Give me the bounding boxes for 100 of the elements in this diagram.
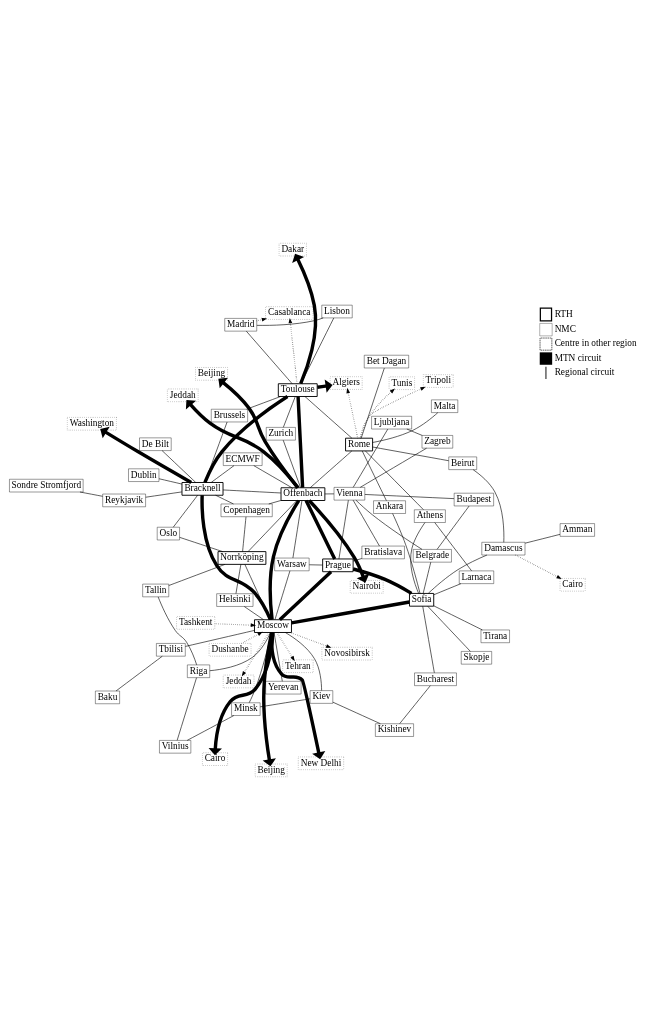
node-box: Budapest <box>453 492 494 506</box>
arrow <box>100 426 193 484</box>
node-box: Tehran <box>282 659 314 673</box>
node-box: Reykjavik <box>102 493 146 507</box>
node-box: Casablanca <box>265 305 314 320</box>
node-box: Toulouse <box>277 382 318 397</box>
connector <box>361 450 387 501</box>
connector <box>360 447 427 488</box>
arrow <box>317 378 333 393</box>
connector <box>273 631 283 682</box>
node-box: Vienna <box>333 486 365 500</box>
node-box: Cairo <box>202 751 228 766</box>
connector <box>372 411 439 443</box>
legend-label: Regional circuit <box>554 366 615 377</box>
node-box: Copenhagen <box>220 503 273 517</box>
node-box: Beijing <box>254 763 288 777</box>
connector <box>274 570 291 620</box>
arrow <box>292 253 318 384</box>
connector <box>215 494 234 504</box>
arrow <box>307 498 370 583</box>
arrow <box>289 631 332 648</box>
node-box: Madrid <box>224 317 257 331</box>
node-box: Sofia <box>409 592 435 607</box>
connector <box>157 596 197 665</box>
connector <box>410 521 426 594</box>
node-box: Larnaca <box>459 570 494 584</box>
connector <box>338 499 349 559</box>
arrow <box>276 631 295 661</box>
node-box: Tripoli <box>423 373 454 388</box>
arrow <box>218 377 300 489</box>
connector <box>332 701 381 724</box>
connector <box>309 563 323 565</box>
node-box: Ankara <box>373 500 406 514</box>
node-box: Warsaw <box>274 557 310 571</box>
node-box: Vilnius <box>159 739 192 753</box>
connector <box>427 605 471 652</box>
connector <box>247 499 298 552</box>
arrow <box>241 631 270 676</box>
node-box: Beirut <box>448 456 477 470</box>
node-box: Belgrade <box>413 548 452 562</box>
connector <box>372 446 449 461</box>
node-box: Malta <box>431 399 458 413</box>
connector <box>79 491 103 497</box>
node-box: Minsk <box>231 702 261 716</box>
arrow <box>360 388 396 439</box>
node-box: Beijing <box>195 366 228 381</box>
node-box: Dushanbe <box>208 642 252 656</box>
connector <box>352 566 413 595</box>
connector <box>209 631 271 671</box>
legend-label: MTN circuit <box>554 352 602 363</box>
connector <box>244 605 264 620</box>
node-box: Prague <box>322 558 354 572</box>
connector <box>434 521 472 571</box>
legend-label: RTH <box>554 308 573 319</box>
arrow <box>262 631 276 766</box>
node-box: Baku <box>95 690 120 704</box>
arrow <box>346 387 359 439</box>
node-box: Tashkent <box>176 615 216 630</box>
connector <box>259 698 311 707</box>
connector <box>422 605 435 673</box>
node-box: Bet Dagan <box>364 354 409 368</box>
node-box: ECMWF <box>223 452 263 466</box>
arrow <box>208 631 275 755</box>
node-box: Novosibirsk <box>321 646 373 660</box>
connector <box>282 439 301 488</box>
node-box: Dublin <box>128 468 160 482</box>
connector <box>168 563 226 586</box>
node-box: Dakar <box>278 242 307 256</box>
connector <box>235 563 242 594</box>
connector <box>268 499 301 620</box>
node-box: Zurich <box>266 426 296 440</box>
connector <box>352 428 389 488</box>
node-box: Nairobi <box>349 579 384 593</box>
connector <box>285 631 322 691</box>
connector <box>291 599 410 624</box>
node-box: Bratislava <box>361 545 405 559</box>
connector <box>186 714 235 741</box>
connector <box>355 499 423 550</box>
connector <box>161 449 197 483</box>
connector <box>222 489 282 493</box>
connector <box>292 499 303 558</box>
connector <box>360 367 385 438</box>
node-box: Brussels <box>211 408 248 422</box>
node-box: Damascus <box>481 541 526 555</box>
node-box: Moscow <box>254 618 292 633</box>
connector <box>246 395 281 409</box>
connector <box>304 395 353 438</box>
node-box: Tunis <box>388 376 415 390</box>
node-box: Helsinki <box>216 593 254 607</box>
connector <box>365 450 424 510</box>
node-box: Kiev <box>309 689 333 704</box>
connector <box>433 582 462 595</box>
arrow <box>270 631 326 759</box>
connector <box>158 477 183 484</box>
node-box: Riga <box>187 664 210 678</box>
connector <box>179 536 224 552</box>
node-box: Cairo <box>559 577 586 591</box>
connector <box>200 494 272 620</box>
connector <box>428 554 488 594</box>
arrow <box>515 554 562 579</box>
